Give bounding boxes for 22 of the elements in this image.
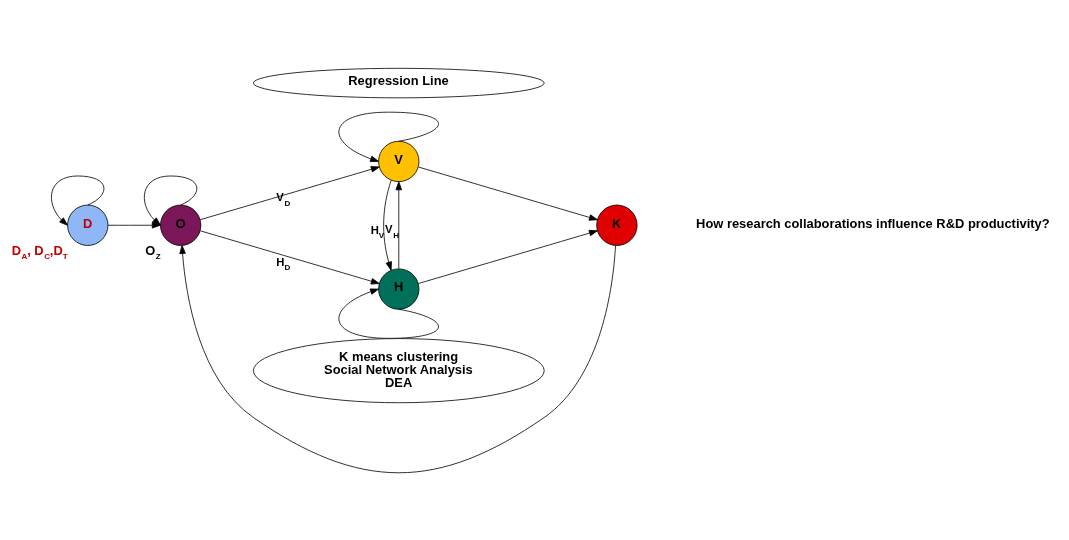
- node-circle: K: [596, 204, 638, 246]
- arrow: [179, 244, 616, 473]
- arrow: [199, 165, 380, 220]
- node-label: O$_{Z}$: [145, 242, 161, 261]
- node-circle: V: [378, 140, 420, 182]
- arrow: [338, 288, 439, 339]
- arrow: [338, 111, 439, 162]
- arrow: [395, 180, 402, 269]
- arrow: [418, 229, 598, 284]
- edge-label: H$_{D}$: [276, 255, 291, 272]
- node-circle: D: [67, 204, 109, 246]
- arrow: [383, 179, 392, 271]
- arrow: [418, 166, 598, 221]
- label: How research collaborations influence R&D productivity?: [696, 215, 1050, 231]
- node-circle: H: [378, 267, 420, 310]
- arrow: [51, 175, 105, 226]
- arrow: [199, 229, 380, 284]
- node-ellipse: K means clustering Social Network Analysis DEA: [252, 337, 545, 403]
- node-circle: O: [160, 204, 202, 246]
- node-label: D$_{A}$, D$_{C}$,D$_{T}$: [11, 242, 68, 261]
- node-ellipse: Regression Line: [252, 67, 545, 98]
- edge-label: H$_{V}$: [370, 223, 385, 240]
